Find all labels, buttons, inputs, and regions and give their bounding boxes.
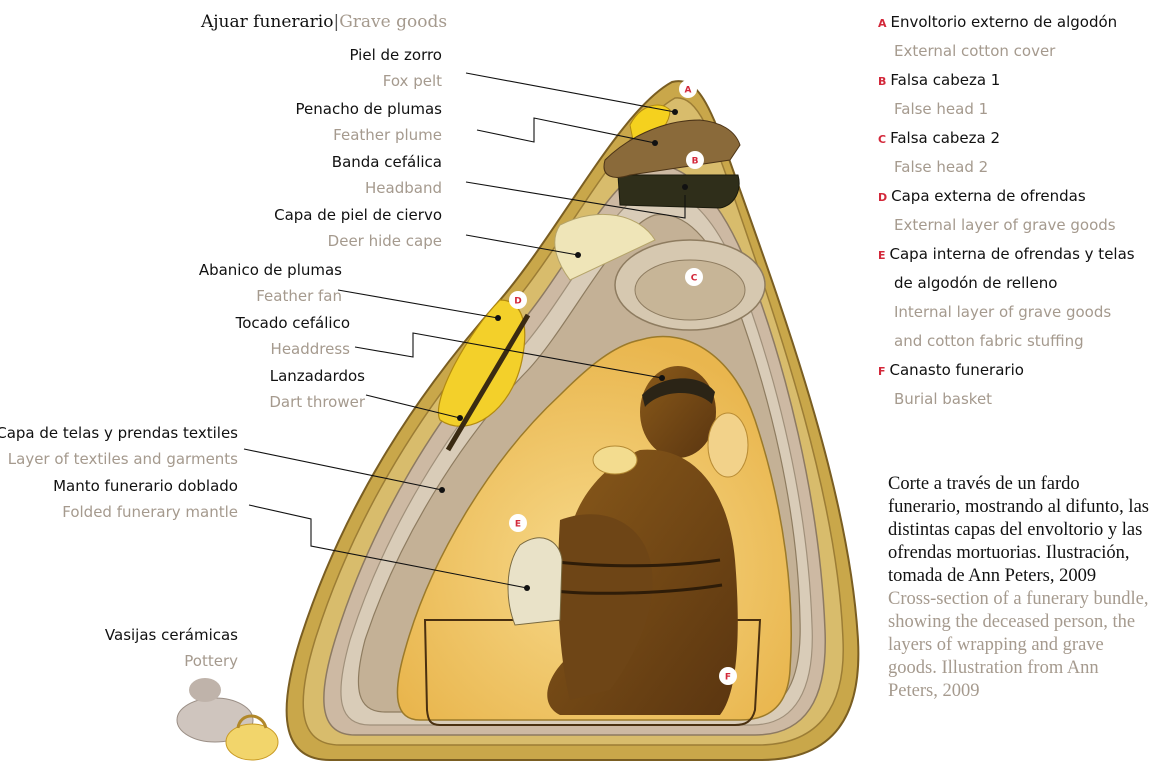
label-fox-pelt: Piel de zorro Fox pelt	[349, 46, 442, 90]
legend-item-d-en: External layer of grave goods	[878, 215, 1135, 244]
marker-B: B	[686, 151, 704, 169]
legend-item-e-en-continued: and cotton fabric stuffing	[878, 331, 1135, 360]
svg-text:F: F	[725, 673, 731, 683]
legend-item-e-es-continued: de algodón de relleno	[878, 273, 1135, 302]
legend-item-b-en: False head 1	[878, 99, 1135, 128]
caption: Corte a través de un fardo funerario, mo…	[888, 473, 1150, 703]
label-headband: Banda cefálica Headband	[332, 153, 442, 197]
title-en: Grave goods	[339, 12, 447, 32]
label-headdress: Tocado cefálico Headdress	[236, 314, 350, 358]
label-dart-thrower: Lanzadardos Dart thrower	[269, 367, 365, 411]
marker-E: E	[509, 514, 527, 532]
title-es: Ajuar funerario	[201, 12, 333, 32]
label-folded-mantle: Manto funerario doblado Folded funerary …	[53, 477, 238, 521]
svg-text:E: E	[515, 520, 521, 530]
marker-F: F	[719, 667, 737, 685]
marker-D: D	[509, 291, 527, 309]
legend-item-c-en: False head 2	[878, 157, 1135, 186]
label-feather-fan: Abanico de plumas Feather fan	[199, 261, 342, 305]
legend-item-f-en: Burial basket	[878, 389, 1135, 418]
svg-text:B: B	[692, 157, 699, 167]
legend-item-a-en: External cotton cover	[878, 41, 1135, 70]
marker-C: C	[685, 268, 703, 286]
svg-text:C: C	[691, 274, 698, 284]
label-feather-plume: Penacho de plumas Feather plume	[296, 100, 442, 144]
pillow	[708, 413, 748, 477]
svg-text:D: D	[514, 297, 521, 307]
false-head-headband	[618, 175, 739, 208]
svg-text:A: A	[685, 86, 692, 96]
diagram-title: Ajuar funerario|Grave goods	[201, 12, 447, 32]
label-layer-of-textiles: Capa de telas y prendas textiles Layer o…	[0, 424, 238, 468]
cup	[593, 446, 637, 474]
label-pottery: Vasijas cerámicas Pottery	[105, 626, 238, 670]
marker-A: A	[679, 80, 697, 98]
caption-en: Cross-section of a funerary bundle, show…	[888, 588, 1150, 703]
caption-es: Corte a través de un fardo funerario, mo…	[888, 473, 1150, 588]
pottery-yellow	[226, 724, 278, 760]
folded-mantle	[508, 538, 562, 625]
legend-item-e-en: Internal layer of grave goods	[878, 302, 1135, 331]
label-deer-hide-cape: Capa de piel de ciervo Deer hide cape	[274, 206, 442, 250]
